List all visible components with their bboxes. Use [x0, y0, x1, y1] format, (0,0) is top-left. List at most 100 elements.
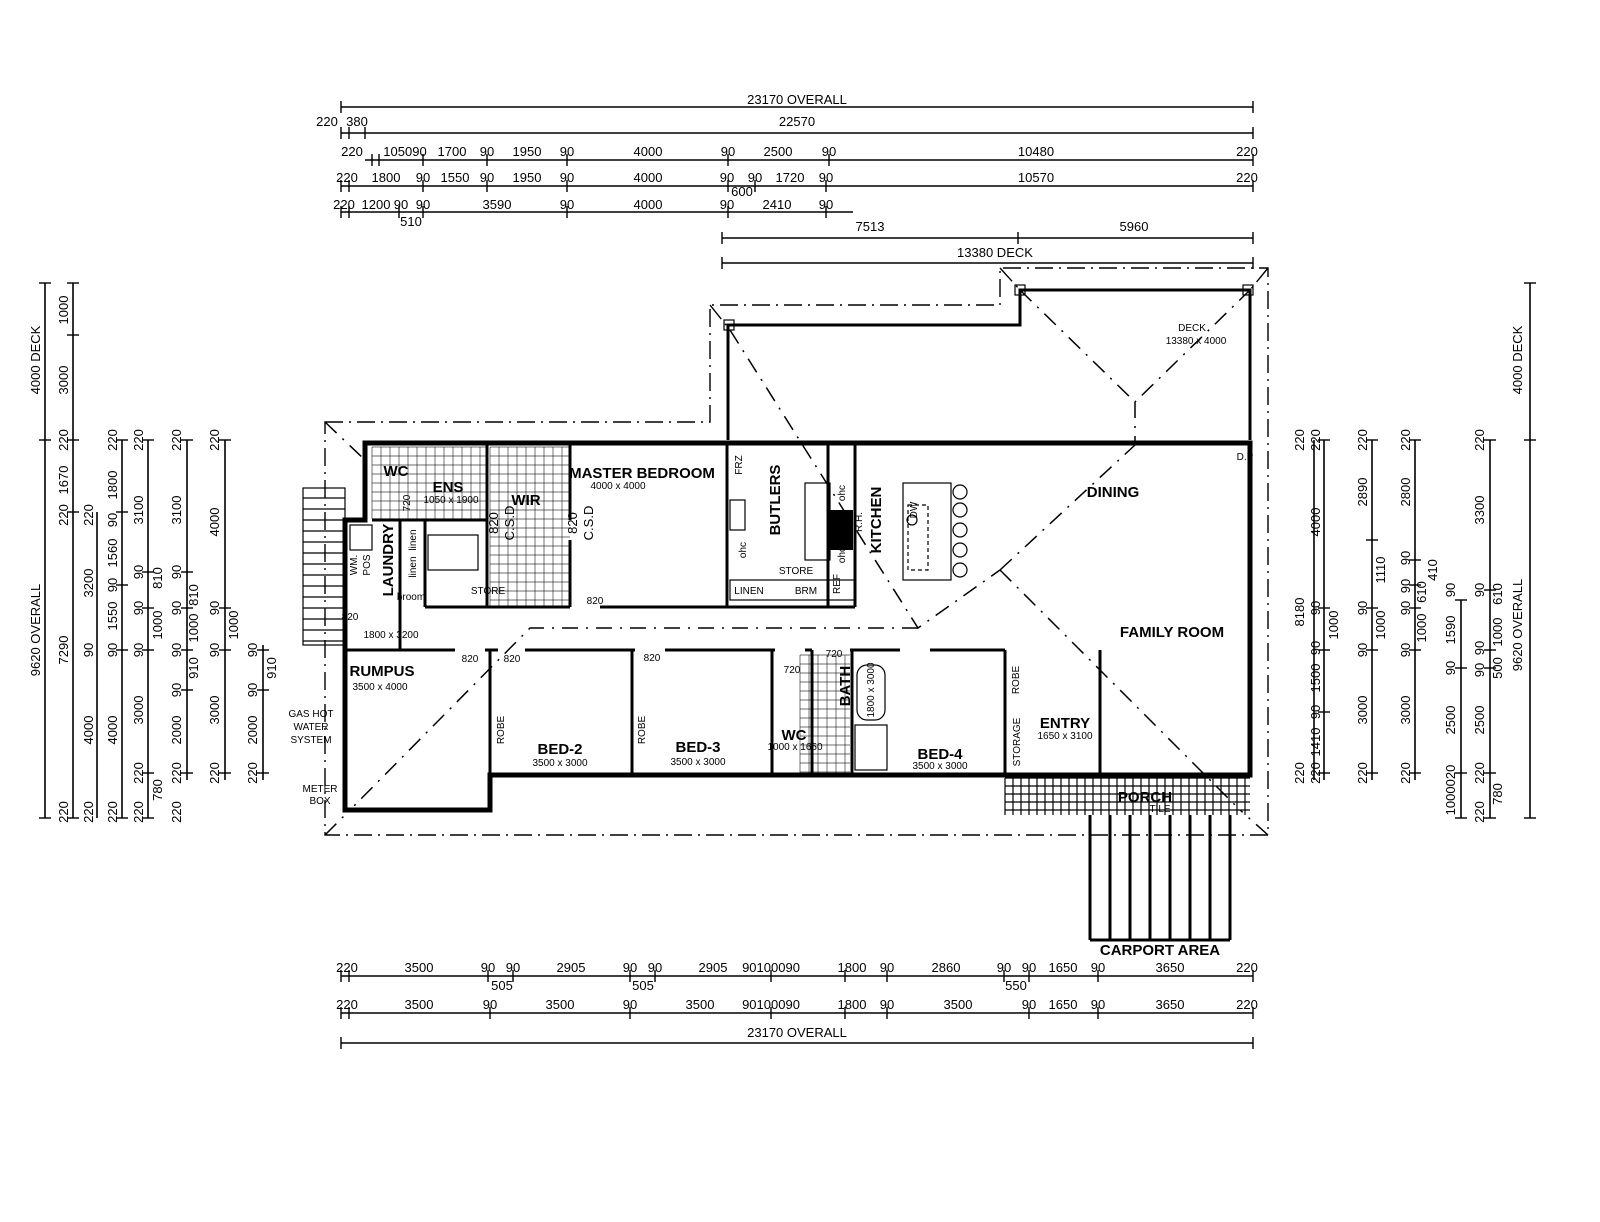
dimension-label: 1200 — [362, 197, 391, 212]
roof-hip-lines — [324, 267, 1269, 836]
dimension-label: 220 — [81, 801, 96, 823]
dimension-label: 3000 — [56, 366, 71, 395]
interior-walls — [345, 445, 1102, 775]
ensuite-tiles — [371, 446, 850, 773]
dimension-label: 220 — [207, 429, 222, 451]
laundry-tub — [349, 524, 373, 551]
label-linen-cupboard: linen — [408, 556, 419, 577]
dimension-label: 220 — [105, 429, 120, 451]
dimension-label: 4000 — [634, 197, 663, 212]
side-stairs — [302, 487, 346, 646]
carport — [1088, 815, 1232, 942]
dimension-label: 380 — [346, 114, 368, 129]
roof-outline — [324, 267, 1269, 836]
dimension-label: 90 — [560, 197, 574, 212]
dimension-label: 1650 — [1049, 997, 1078, 1012]
label-freezer: FRZ — [734, 455, 745, 474]
dimension-overall-top: 23170 OVERALL — [747, 92, 847, 107]
dimension-label: 220 — [1236, 144, 1258, 159]
dimension-label: 3000 — [1398, 696, 1413, 725]
label-washing-machine: WM. — [349, 555, 360, 576]
dimension-label: 505 — [491, 978, 513, 993]
dimension-label: 3000 — [207, 696, 222, 725]
dimension-label: 10480 — [1018, 144, 1054, 159]
dimension-label: 90 — [880, 997, 894, 1012]
room-size-master-bedroom: 4000 x 4000 — [590, 481, 645, 492]
dimension-label: 90 — [1443, 661, 1458, 675]
dimension-label: 90 — [560, 144, 574, 159]
dimension-label: 90 — [1022, 997, 1036, 1012]
dimension-label: 1000 — [150, 611, 165, 640]
dimension-label: 105090 — [383, 144, 426, 159]
label-robe: ROBE — [637, 716, 648, 745]
dimension-label: 220 — [56, 429, 71, 451]
dimension-label: 220 — [1472, 762, 1487, 784]
dimension-label: 220 — [169, 762, 184, 784]
dimension-label: 4000 — [634, 144, 663, 159]
dimension-label: 600 — [731, 184, 753, 199]
dimension-label: 220 — [245, 762, 260, 784]
dimension-label: 500 — [1490, 657, 1505, 679]
dimension-label: 90 — [721, 144, 735, 159]
dimension-label: 90 — [720, 170, 734, 185]
dimension-label: 90 — [1308, 705, 1323, 719]
dimension-label: 90 — [481, 960, 495, 975]
label-broom: broom — [397, 592, 425, 603]
door-width-label: 720 — [826, 649, 843, 660]
dimension-label: 220 — [1292, 429, 1307, 451]
dimension-label: 3100 — [169, 496, 184, 525]
dimension-label: 90 — [1308, 601, 1323, 615]
dimension-label: 1560 — [105, 539, 120, 568]
dimension-label: 3300 — [1472, 496, 1487, 525]
label-gas-hot-water: SYSTEM — [290, 735, 331, 746]
dimension-label: 2905 — [699, 960, 728, 975]
dimension-label: 4000 — [207, 508, 222, 537]
shower — [854, 724, 888, 771]
dimension-label: 90 — [1472, 641, 1487, 655]
dimension-label: 220 — [1236, 170, 1258, 185]
dimension-label: 220 — [1398, 762, 1413, 784]
dimension-label: 4000 — [634, 170, 663, 185]
dimension-label: 220 — [316, 114, 338, 129]
dimension-label: 1000 — [56, 296, 71, 325]
room-label-bed-2: BED-2 — [537, 741, 582, 758]
room-size-bed-3: 3500 x 3000 — [670, 757, 725, 768]
dimension-label: 220 — [336, 960, 358, 975]
dimension-label: 220 — [1292, 762, 1307, 784]
dimension-label: 220 — [1472, 801, 1487, 823]
dimension-label: 3500 — [944, 997, 973, 1012]
dimension-label: 2000 — [245, 716, 260, 745]
dimension-label: 780 — [150, 779, 165, 801]
label-downpipe: D.P — [1237, 452, 1254, 463]
dimension-label: 1590 — [1443, 616, 1458, 645]
label-overhead-cupboard: ohc — [837, 485, 848, 501]
dimension-label: 220 — [1308, 762, 1323, 784]
dimension-label: 3500 — [405, 960, 434, 975]
room-label-wir: WIR — [511, 492, 540, 509]
room-label-entry: ENTRY — [1040, 715, 1090, 732]
room-label-wc-ensuite: WC — [384, 463, 409, 480]
door-width-label: 820 — [644, 653, 661, 664]
dimension-label: 1000 — [1414, 614, 1429, 643]
dimension-label: 90 — [1398, 601, 1413, 615]
dimension-label: 90 — [623, 960, 637, 975]
dimension-label: 90 — [560, 170, 574, 185]
door-width-label: 720 — [784, 665, 801, 676]
dimension-label: 90 — [819, 197, 833, 212]
dimension-overall-bottom: 23170 OVERALL — [747, 1025, 847, 1040]
room-label-bath: BATH — [837, 666, 854, 707]
dimension-label: 220 — [169, 429, 184, 451]
dimension-label: 90 — [169, 643, 184, 657]
dimension-label: 90 — [394, 197, 408, 212]
dimension-label: 1000 — [1326, 611, 1341, 640]
room-label-porch: PORCH — [1118, 789, 1172, 806]
dimension-label: 90 — [1091, 997, 1105, 1012]
dimension-label: 220 — [336, 170, 358, 185]
dimension-label: 220 — [169, 801, 184, 823]
dimension-label: 2905 — [557, 960, 586, 975]
label-robe: ROBE — [1011, 666, 1022, 695]
dimension-label: 90 — [169, 565, 184, 579]
dimension-label: 220 — [105, 801, 120, 823]
door-width-label: 820 — [587, 596, 604, 607]
